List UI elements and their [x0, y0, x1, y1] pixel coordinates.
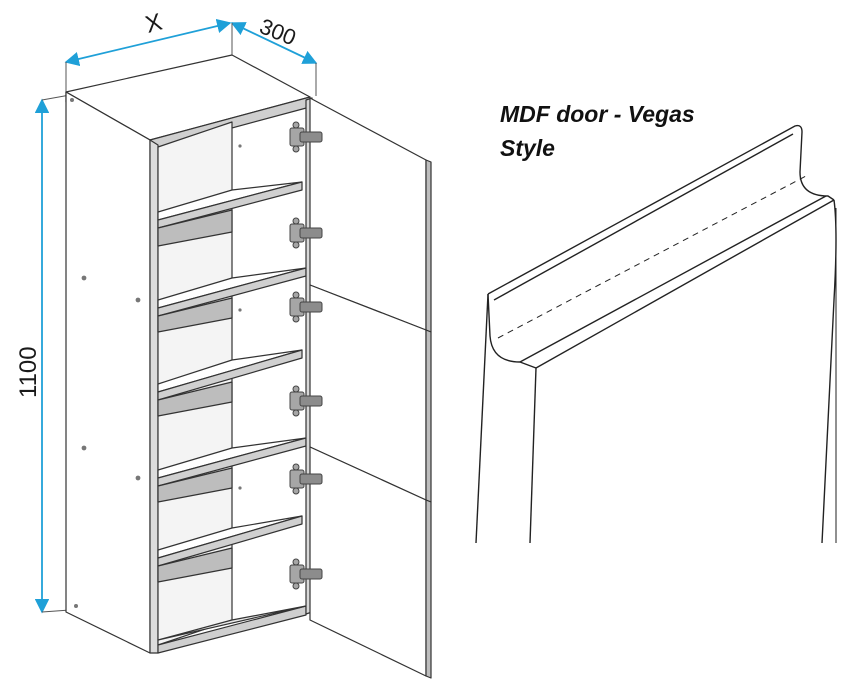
door-style-caption: MDF door - Vegas Style	[500, 97, 760, 165]
hinge-icon	[289, 463, 323, 495]
cabinet	[65, 54, 432, 679]
hinge-icon	[289, 121, 323, 153]
side-panel-holes	[70, 98, 242, 608]
width-label: X	[143, 9, 165, 39]
dimension-lines	[34, 18, 318, 614]
cabinet-side-panel	[65, 91, 151, 654]
depth-dimension-line	[230, 22, 318, 64]
hinge-icon	[289, 558, 323, 590]
door-profile-illustration	[475, 124, 837, 544]
width-dimension-line	[64, 18, 232, 67]
caption-line-1: MDF door - Vegas	[500, 101, 695, 127]
caption-line-2: Style	[500, 135, 555, 161]
hinge-icon	[289, 385, 323, 417]
hinge-icon	[289, 291, 323, 323]
shelves	[157, 181, 307, 583]
height-label: 1100	[15, 346, 42, 398]
hinge-icon	[289, 217, 323, 249]
depth-label: 300	[256, 13, 299, 50]
hinges	[289, 121, 323, 590]
cabinet-doors	[309, 97, 432, 679]
